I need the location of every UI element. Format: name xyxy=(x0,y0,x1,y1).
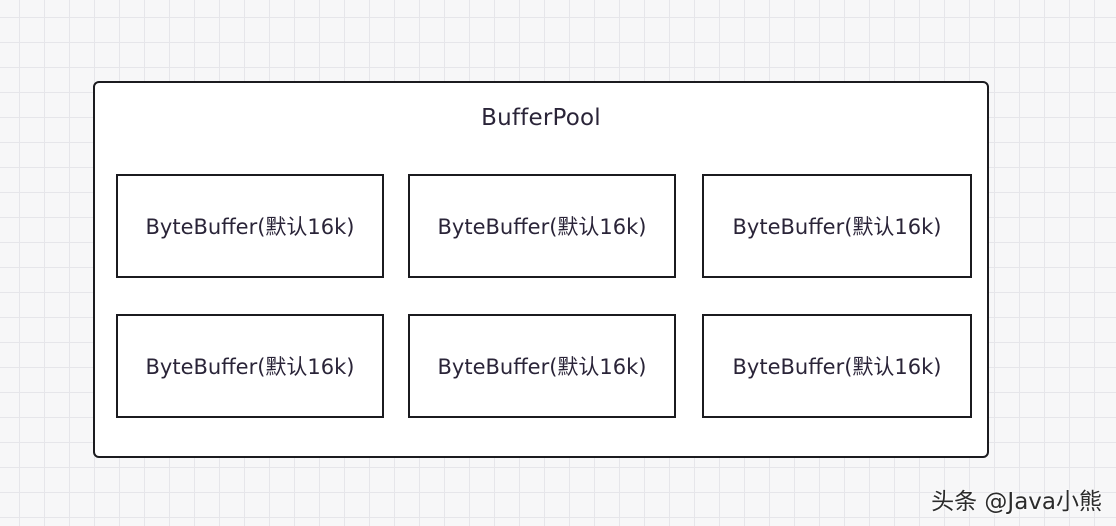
byte-buffer-box-5: ByteBuffer(默认16k) xyxy=(408,314,676,418)
byte-buffer-box-3: ByteBuffer(默认16k) xyxy=(702,174,972,278)
byte-buffer-box-1: ByteBuffer(默认16k) xyxy=(116,174,384,278)
watermark-text: 头条 @Java小熊 xyxy=(931,489,1102,515)
buffer-pool-title: BufferPool xyxy=(481,105,601,131)
byte-buffer-box-6: ByteBuffer(默认16k) xyxy=(702,314,972,418)
byte-buffer-box-2: ByteBuffer(默认16k) xyxy=(408,174,676,278)
byte-buffer-box-4: ByteBuffer(默认16k) xyxy=(116,314,384,418)
